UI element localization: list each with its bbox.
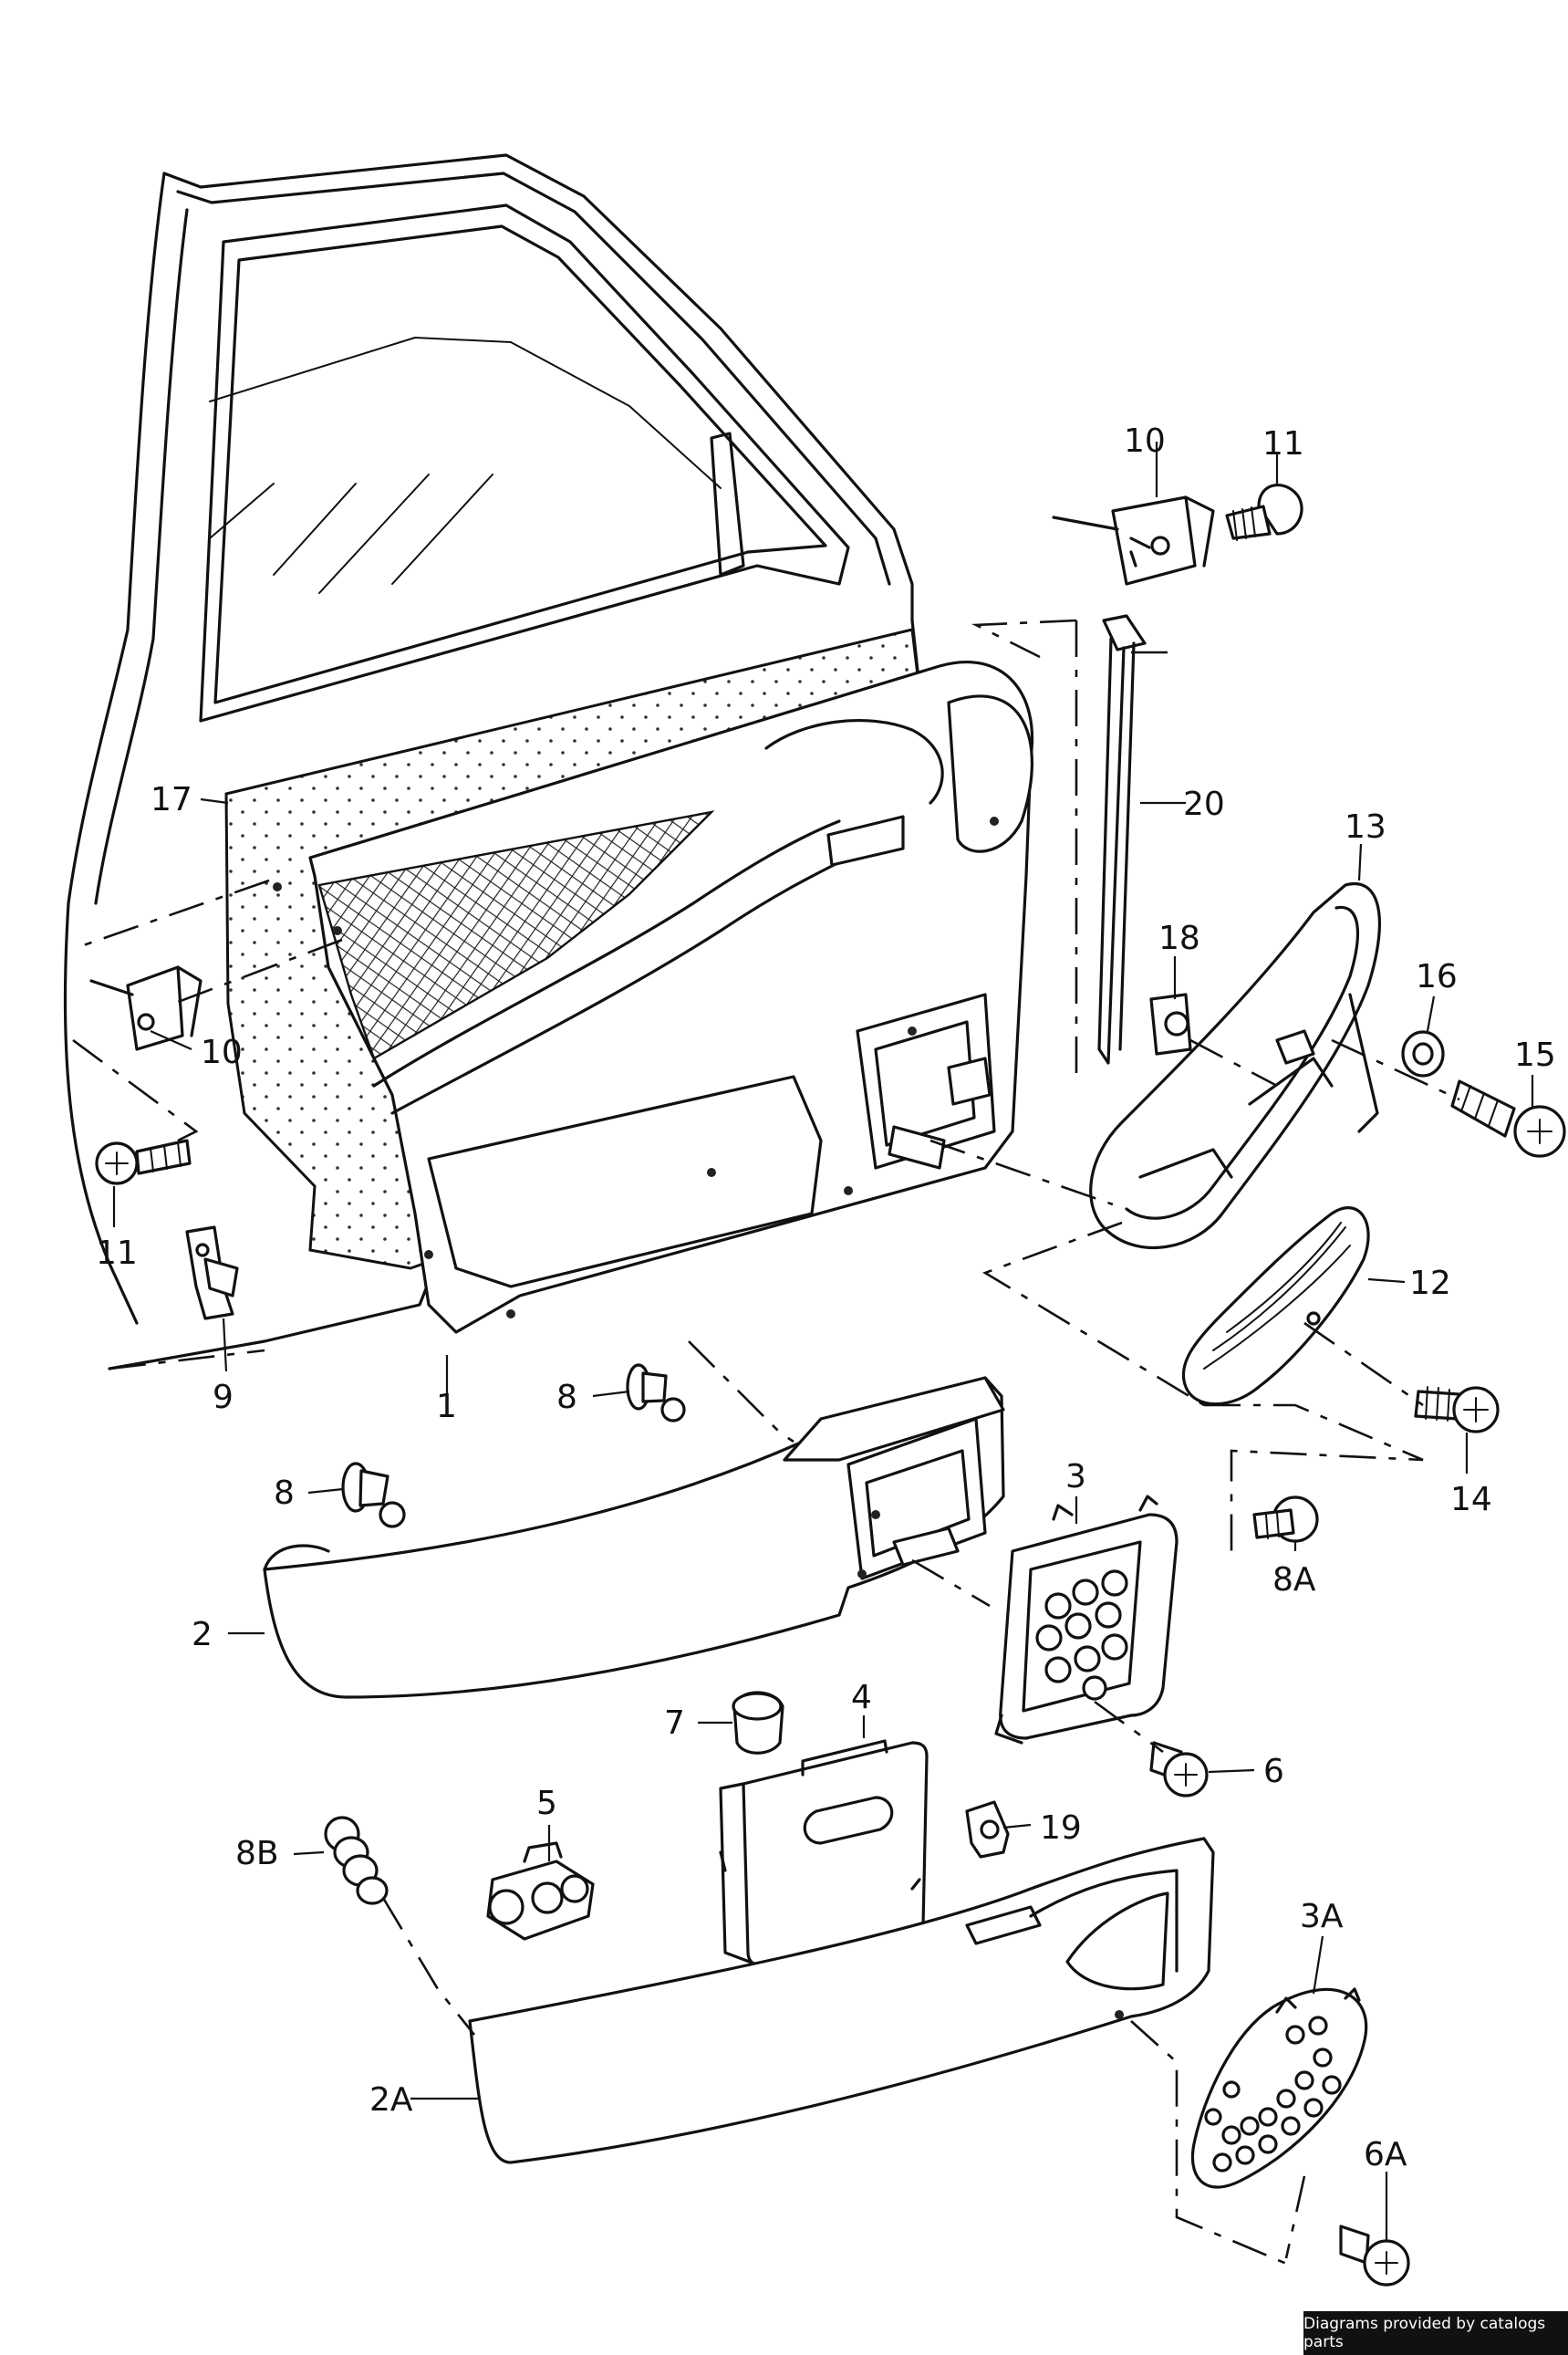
guide-rail-20 — [1097, 614, 1147, 1065]
label-18: 18 — [1158, 920, 1200, 957]
label-1: 1 — [436, 1388, 457, 1425]
clip-5 — [486, 1841, 595, 1941]
door-window — [199, 203, 850, 723]
screw-6 — [1149, 1741, 1209, 1798]
label-8A: 8A — [1272, 1561, 1316, 1599]
washer-16 — [1401, 1030, 1445, 1078]
door-trim-panel — [224, 628, 1033, 1334]
screw-6A — [1339, 2225, 1410, 2287]
door-frame — [63, 153, 925, 1370]
label-6: 6 — [1263, 1753, 1284, 1790]
label-11-left: 11 — [96, 1235, 138, 1272]
label-5: 5 — [536, 1785, 557, 1822]
label-3A: 3A — [1300, 1898, 1344, 1935]
speaker-grille-3 — [994, 1495, 1179, 1745]
label-10-top: 10 — [1124, 422, 1166, 460]
cap-7 — [732, 1691, 784, 1755]
label-20: 20 — [1183, 786, 1225, 823]
part-labels: 10 11 17 20 13 18 16 15 10 11 12 9 1 8 1… — [96, 422, 1556, 2173]
armrest-panel-2A — [468, 1837, 1215, 2164]
screw-15 — [1450, 1079, 1566, 1158]
storage-box-4 — [719, 1739, 929, 1968]
clip-18 — [1149, 993, 1192, 1056]
label-13: 13 — [1345, 808, 1386, 846]
leader-lines — [112, 442, 1534, 2240]
credit-badge: Diagrams provided by catalogs parts — [1303, 2311, 1568, 2355]
label-14: 14 — [1450, 1481, 1492, 1518]
rivet-8-top — [626, 1363, 686, 1422]
bracket-10-top — [1052, 495, 1215, 586]
screw-11-left — [95, 1139, 192, 1185]
label-8-top: 8 — [556, 1379, 577, 1416]
label-17: 17 — [151, 781, 192, 818]
label-16: 16 — [1416, 958, 1458, 995]
screw-14 — [1414, 1386, 1500, 1433]
label-2: 2 — [192, 1616, 213, 1653]
label-7: 7 — [664, 1704, 685, 1742]
rivet-8A — [1252, 1495, 1319, 1543]
label-9: 9 — [213, 1379, 234, 1416]
speaker-grille-3A — [1190, 1987, 1368, 2189]
bracket-10-left — [89, 965, 202, 1051]
label-3: 3 — [1065, 1458, 1086, 1495]
handle-surround-13 — [1089, 881, 1381, 1250]
clip-19 — [965, 1800, 1010, 1859]
rivet-8-mid — [341, 1462, 406, 1528]
clip-9 — [185, 1225, 239, 1320]
assembly-lines — [72, 619, 1460, 2269]
label-8-mid: 8 — [274, 1474, 295, 1512]
label-15: 15 — [1514, 1037, 1556, 1074]
label-19: 19 — [1040, 1809, 1082, 1847]
screw-11-top — [1225, 484, 1303, 541]
label-11-top: 11 — [1262, 425, 1304, 463]
armrest-panel-2 — [263, 1376, 1005, 1699]
label-12: 12 — [1409, 1265, 1451, 1302]
label-8B: 8B — [235, 1835, 279, 1872]
label-2A: 2A — [369, 2081, 413, 2119]
label-4: 4 — [851, 1679, 872, 1716]
rivet-8B — [324, 1816, 389, 1905]
speaker-holes — [1035, 1569, 1128, 1701]
speaker-3A-holes — [1204, 2016, 1342, 2173]
label-10-left: 10 — [201, 1034, 243, 1071]
label-6A: 6A — [1364, 2136, 1407, 2173]
grille-12 — [1181, 1206, 1370, 1406]
